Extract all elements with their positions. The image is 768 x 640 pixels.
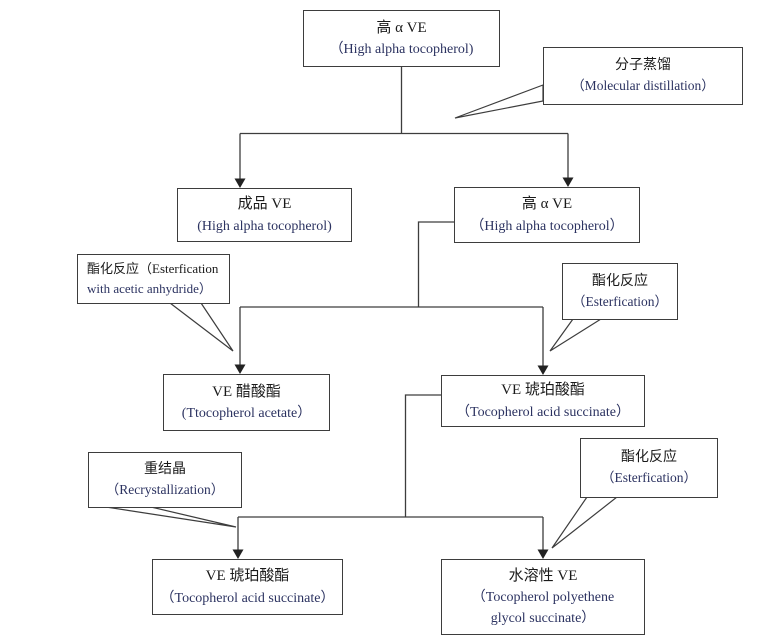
callout-line2: with acetic anhydride） <box>87 281 212 296</box>
callout-esterification-succinate: 酯化反应 （Esterfication） <box>562 263 678 320</box>
node-subtitle: (High alpha tocopherol) <box>197 218 332 234</box>
node-subtitle: （High alpha tocopherol） <box>470 218 624 234</box>
node-subtitle-line2: glycol succinate） <box>490 611 596 627</box>
node-title: 高 α VE <box>521 196 573 213</box>
node-ve-acetate: VE 醋酸酯 (Ttocopherol acetate） <box>163 374 330 431</box>
node-title: VE 醋酸酯 <box>212 383 281 400</box>
node-title: VE 琥珀酸酯 <box>205 568 290 585</box>
callout-tail <box>454 84 544 119</box>
connector-line <box>404 394 441 517</box>
node-subtitle: （Tocopherol polyethene <box>471 590 615 606</box>
arrowhead-icon <box>234 178 246 188</box>
node-high-alpha-ve-source: 高 α VE （High alpha tocopherol) <box>303 10 500 67</box>
node-title: 水溶性 VE <box>508 567 578 584</box>
node-ve-succinate-intermediate: VE 琥珀酸酯 （Tocopherol acid succinate） <box>441 375 645 427</box>
node-finished-ve: 成品 VE (High alpha tocopherol) <box>177 188 352 242</box>
callout-title: 酯化反应 <box>592 273 648 289</box>
node-ve-succinate-final: VE 琥珀酸酯 （Tocopherol acid succinate） <box>152 559 343 615</box>
callout-esterification-water-soluble: 酯化反应 （Esterfication） <box>580 438 718 498</box>
callout-title: 分子蒸馏 <box>615 58 671 74</box>
node-title: 高 α VE <box>376 19 427 36</box>
node-title: VE 琥珀酸酯 <box>501 382 585 399</box>
node-high-alpha-ve-refined: 高 α VE （High alpha tocopherol） <box>454 187 640 243</box>
callout-subtitle: （Molecular distillation） <box>571 78 715 94</box>
node-subtitle: （Tocopherol acid succinate） <box>160 590 335 606</box>
callout-molecular-distillation: 分子蒸馏 （Molecular distillation） <box>543 47 743 105</box>
node-water-soluble-ve: 水溶性 VE （Tocopherol polyethene glycol suc… <box>441 559 645 635</box>
callout-subtitle: （Esterfication） <box>572 293 668 309</box>
callout-line1: 酯化反应（Esterfication <box>87 260 219 276</box>
arrowhead-icon <box>234 364 246 374</box>
callout-tail <box>168 302 234 352</box>
node-subtitle: （Tocopherol acid succinate） <box>456 404 630 420</box>
callout-title: 酯化反应 <box>621 450 677 466</box>
callout-tail <box>105 506 237 528</box>
callout-subtitle: （Esterfication） <box>601 470 697 486</box>
arrowhead-icon <box>562 177 574 187</box>
arrowhead-icon <box>537 549 549 559</box>
callout-tail <box>551 496 619 549</box>
callout-subtitle: （Recrystallization） <box>105 482 225 498</box>
node-title: 成品 VE <box>237 196 292 213</box>
arrowhead-icon <box>537 365 549 375</box>
arrowhead-icon <box>232 549 244 559</box>
callout-esterification-acetic-anhydride: 酯化反应（Esterfication with acetic anhydride… <box>77 254 230 304</box>
callout-title: 重结晶 <box>144 462 186 478</box>
callout-recrystallization: 重结晶 （Recrystallization） <box>88 452 242 508</box>
connector-line <box>417 221 454 307</box>
node-subtitle: (Ttocopherol acetate） <box>181 406 312 422</box>
node-subtitle: （High alpha tocopherol) <box>329 42 474 58</box>
callout-tail <box>549 318 604 352</box>
